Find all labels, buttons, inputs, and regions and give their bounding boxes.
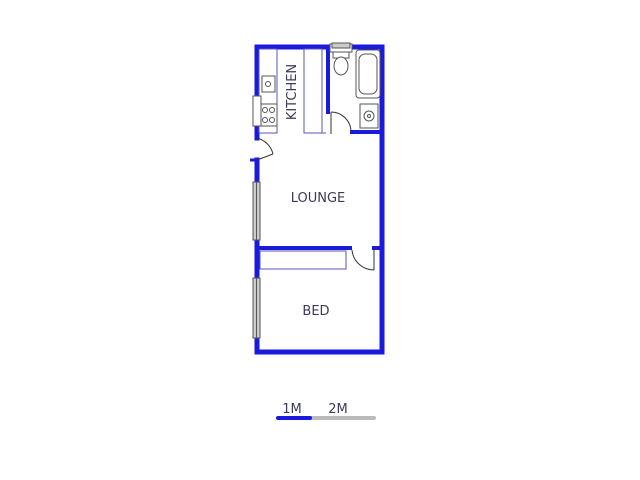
room-label-kitchen: KITCHEN bbox=[285, 64, 300, 120]
window-bathroom bbox=[331, 42, 351, 49]
room-label-lounge: LOUNGE bbox=[291, 191, 346, 206]
doors bbox=[250, 111, 375, 271]
room-label-bed: BED bbox=[302, 304, 329, 319]
scale-bar: 1M 2M bbox=[276, 402, 376, 420]
sink-icon bbox=[261, 75, 276, 93]
bedroom-cupboard bbox=[259, 250, 347, 270]
entrance-door-leaf bbox=[256, 153, 274, 161]
stove-icon bbox=[252, 95, 278, 127]
kitchen-counter bbox=[258, 48, 326, 134]
basin-icon bbox=[359, 103, 379, 129]
entrance-door-swing bbox=[256, 137, 274, 155]
bathroom-door-swing bbox=[330, 111, 352, 133]
counter-right bbox=[303, 48, 323, 134]
bathtub-icon bbox=[355, 49, 381, 99]
bedroom-door-swing bbox=[351, 249, 375, 271]
toilet-icon bbox=[329, 43, 353, 76]
interior-walls bbox=[255, 45, 384, 250]
windows bbox=[252, 42, 351, 339]
counter-left bbox=[258, 48, 278, 134]
scale-label-1m: 1M bbox=[282, 402, 302, 417]
scale-label-2m: 2M bbox=[328, 402, 348, 417]
